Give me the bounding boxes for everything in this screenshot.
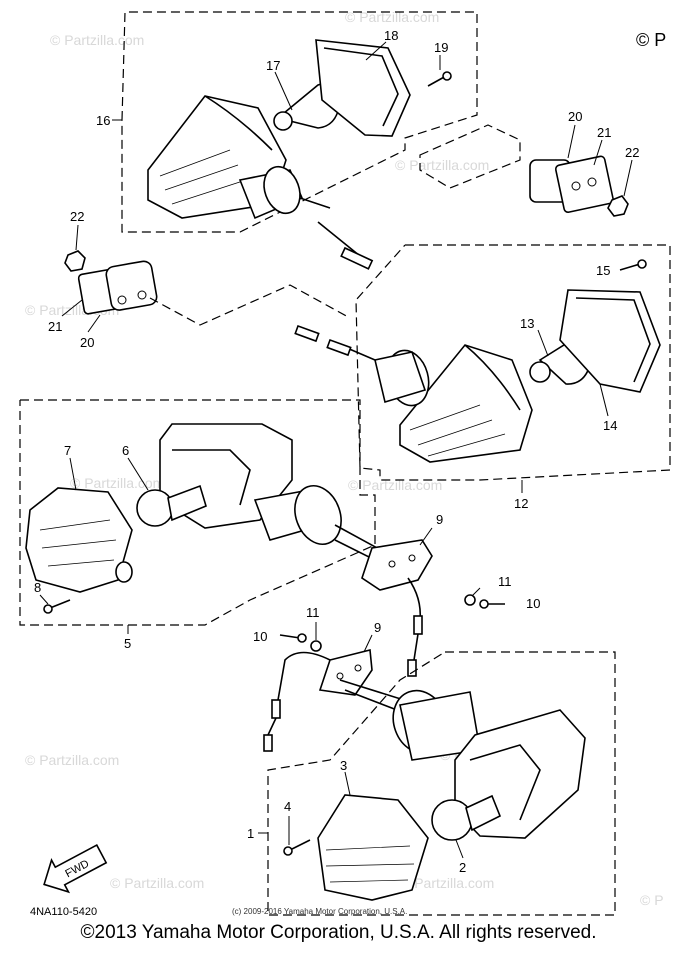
watermark-11: © Partzilla.com bbox=[400, 875, 494, 891]
part-code: 4NA110-5420 bbox=[30, 906, 97, 918]
assembly-12-rear-right-signal bbox=[294, 244, 671, 493]
callout-11-lower: 11 bbox=[306, 605, 320, 620]
callout-20-left: 20 bbox=[80, 335, 94, 350]
callout-3: 3 bbox=[340, 758, 347, 773]
bracket-9-upper bbox=[361, 527, 505, 677]
watermark-2: © Partzilla.com bbox=[345, 9, 439, 25]
callout-18: 18 bbox=[384, 28, 398, 43]
callout-9-upper: 9 bbox=[436, 512, 443, 527]
corner-watermark: © P bbox=[640, 892, 664, 908]
callout-20-right: 20 bbox=[568, 109, 582, 124]
callout-8: 8 bbox=[34, 580, 41, 595]
watermark-8: © Partzilla.com bbox=[25, 752, 119, 768]
callout-10-upper: 10 bbox=[526, 596, 540, 611]
watermark-6: © Partzilla.com bbox=[70, 475, 164, 491]
fwd-arrow-icon: FWD bbox=[43, 844, 108, 894]
corner-mark: © P bbox=[636, 30, 666, 50]
callout-21-left: 21 bbox=[48, 319, 62, 334]
callout-21-right: 21 bbox=[597, 125, 611, 140]
callout-7: 7 bbox=[64, 443, 71, 458]
assembly-5-front-left-signal bbox=[19, 399, 391, 634]
callout-22-left: 22 bbox=[70, 209, 84, 224]
callout-2: 2 bbox=[459, 860, 466, 875]
callout-13: 13 bbox=[520, 316, 534, 331]
callout-6: 6 bbox=[122, 443, 129, 458]
bracket-9-lower bbox=[263, 622, 421, 752]
callout-5: 5 bbox=[124, 636, 131, 651]
footer-copyright: ©2013 Yamaha Motor Corporation, U.S.A. A… bbox=[80, 922, 597, 943]
inner-copyright: (c) 2009-2016 Yamaha Motor Corporation, … bbox=[232, 907, 407, 916]
callout-4: 4 bbox=[284, 799, 291, 814]
damper-set-left bbox=[61, 224, 351, 333]
callout-11-upper: 11 bbox=[498, 574, 512, 589]
callout-17: 17 bbox=[266, 58, 280, 73]
damper-set-right bbox=[419, 124, 633, 217]
callout-22-right: 22 bbox=[625, 145, 639, 160]
watermark-1: © Partzilla.com bbox=[50, 32, 144, 48]
callout-19: 19 bbox=[434, 40, 448, 55]
callouts: 1 2 3 4 5 6 7 8 9 9 10 10 11 11 12 13 14… bbox=[34, 28, 639, 875]
callout-15: 15 bbox=[596, 263, 610, 278]
callout-16: 16 bbox=[96, 113, 110, 128]
assembly-1-front-right-signal bbox=[258, 651, 616, 916]
callout-10-lower: 10 bbox=[253, 629, 267, 644]
callout-12: 12 bbox=[514, 496, 528, 511]
watermark-10: © Partzilla.com bbox=[110, 875, 204, 891]
callout-14: 14 bbox=[603, 418, 617, 433]
callout-1: 1 bbox=[247, 826, 254, 841]
callout-9-lower: 9 bbox=[374, 620, 381, 635]
assembly-16-rear-left-signal bbox=[112, 11, 478, 270]
watermark-7: © Partzilla.com bbox=[348, 477, 442, 493]
watermark-3: © Partzilla.com bbox=[395, 157, 489, 173]
